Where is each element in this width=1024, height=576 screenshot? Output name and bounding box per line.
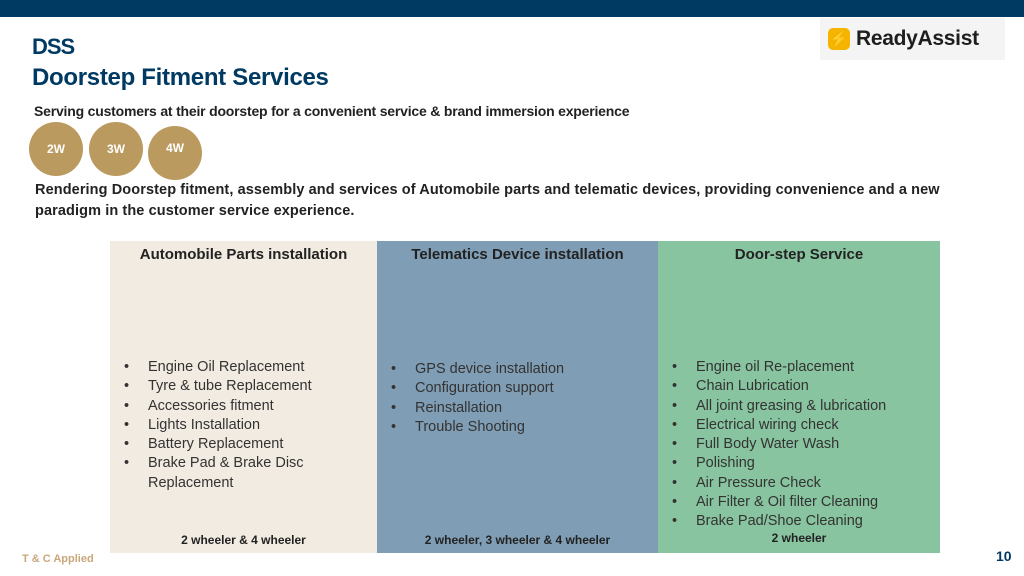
page-subtitle: Serving customers at their doorstep for … [34,103,630,119]
column-list: GPS device installation Configuration su… [377,360,564,437]
column-heading: Door-step Service [734,246,864,263]
list-item: Electrical wiring check [672,416,886,436]
list-item: Engine oil Re-placement [672,358,886,378]
tag-4w: 4W [148,126,202,180]
list-item: Tyre & tube Replacement [124,377,338,397]
list-item: GPS device installation [391,360,564,380]
list-item: Brake Pad & Brake Disc Replacement [124,454,338,493]
tag-3w: 3W [89,122,143,176]
tag-4w-label: 4W [166,141,184,155]
column-list: Engine Oil Replacement Tyre & tube Repla… [110,358,338,493]
list-item: Air Filter & Oil filter Cleaning [672,493,886,513]
list-item: Chain Lubrication [672,377,886,397]
column-list: Engine oil Re-placement Chain Lubricatio… [658,358,886,532]
tag-2w: 2W [29,122,83,176]
column-footer: 2 wheeler, 3 wheeler & 4 wheeler [424,533,611,547]
column-doorstep-service: Door-step Service Engine oil Re-placemen… [658,241,940,553]
column-telematics: Telematics Device installation GPS devic… [377,241,658,553]
list-item: Accessories fitment [124,397,338,417]
page-title: Doorstep Fitment Services [32,64,329,91]
column-footer: 2 wheeler & 4 wheeler [181,533,306,547]
column-footer: 2 wheeler [771,531,827,545]
list-item: Battery Replacement [124,435,338,455]
top-bar [0,0,1024,17]
list-item: Brake Pad/Shoe Cleaning [672,512,886,532]
list-item: Lights Installation [124,416,338,436]
column-heading: Automobile Parts installation [139,246,348,263]
lightning-bolt-icon: ⚡ [828,28,850,50]
list-item: Trouble Shooting [391,418,564,438]
list-item: Configuration support [391,379,564,399]
column-heading: Telematics Device installation [411,246,624,263]
title-short: DSS [32,34,75,59]
list-item: Air Pressure Check [672,474,886,494]
logo-text: ReadyAssist [856,27,979,50]
list-item: Polishing [672,454,886,474]
readyassist-logo: ⚡ ReadyAssist [820,18,1005,60]
page-number: 10 [996,548,1012,564]
list-item: Reinstallation [391,399,564,419]
list-item: All joint greasing & lubrication [672,397,886,417]
terms-note: T & C Applied [22,553,94,565]
list-item: Full Body Water Wash [672,435,886,455]
description: Rendering Doorstep fitment, assembly and… [35,182,940,219]
list-item: Engine Oil Replacement [124,358,338,378]
column-automobile-parts: Automobile Parts installation Engine Oil… [110,241,377,553]
